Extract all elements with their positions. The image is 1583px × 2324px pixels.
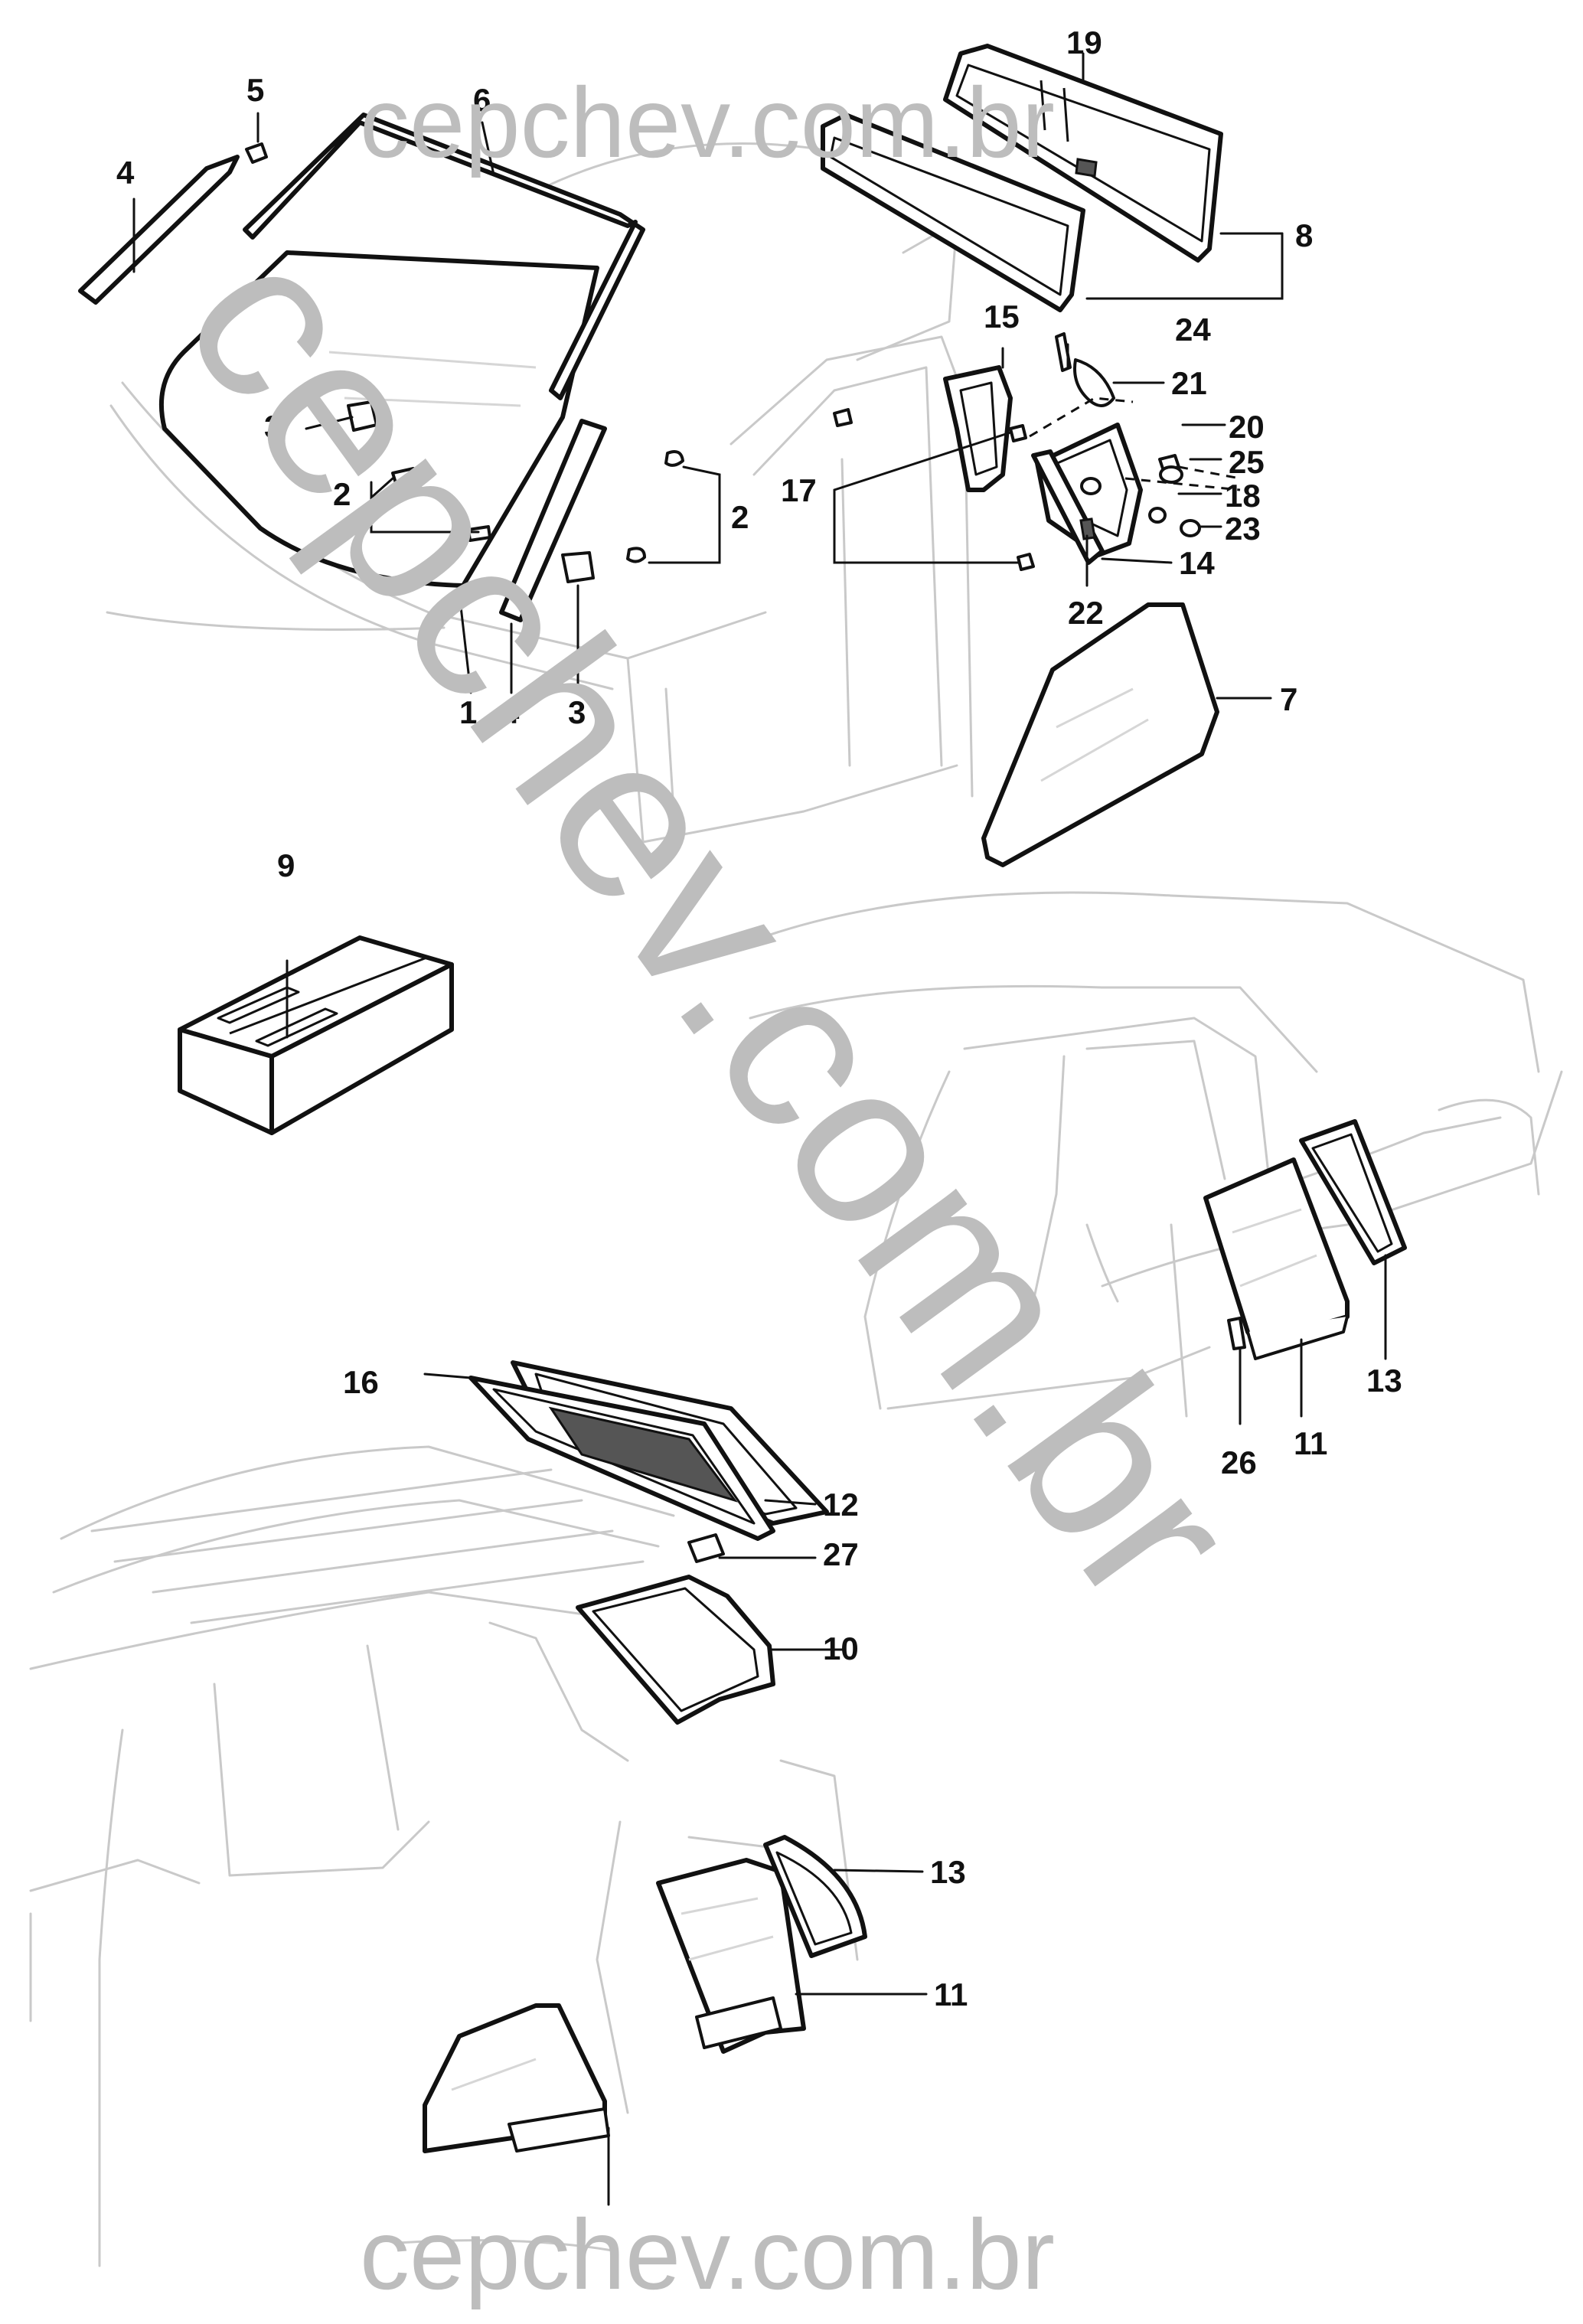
callout-2-windshield: 2 xyxy=(333,476,351,512)
suv-spacer-block xyxy=(687,1533,725,1563)
callout-20: 20 xyxy=(1229,409,1265,445)
callout-15: 15 xyxy=(984,299,1020,335)
callout-3-windshield: 3 xyxy=(264,409,282,445)
suv-vent-glass xyxy=(763,1835,867,1958)
callout-7-upper: 7 xyxy=(1280,681,1297,717)
callout-3-bracket: 3 xyxy=(568,694,586,730)
moulding-clip xyxy=(245,142,268,164)
ghost-suv-body xyxy=(29,1445,859,2267)
callout-13-double-cab: 13 xyxy=(1366,1363,1402,1399)
callout-23: 23 xyxy=(1225,511,1261,547)
rear-window-sliding xyxy=(943,44,1223,263)
suv-rear-side-frame xyxy=(468,1376,775,1541)
callout-2-body: 2 xyxy=(731,499,749,535)
callout-16: 16 xyxy=(343,1364,379,1400)
callout-11-suv: 11 xyxy=(934,1976,968,2012)
callout-13-suv: 13 xyxy=(930,1854,966,1890)
callout-22: 22 xyxy=(1068,595,1104,631)
a-pillar-moulding xyxy=(499,419,607,622)
callout-4-upper: 4 xyxy=(116,155,135,191)
windshield-spacer-blocks xyxy=(391,450,684,563)
windshield-weatherstrip xyxy=(243,113,645,400)
windshield-upper-moulding xyxy=(78,155,240,305)
windshield-support-brackets xyxy=(347,400,595,583)
vent-window-frame xyxy=(943,365,1013,492)
vent-window-seal xyxy=(1031,449,1105,565)
callout-14: 14 xyxy=(1179,545,1215,581)
callout-10: 10 xyxy=(823,1630,859,1666)
callout-25: 25 xyxy=(1229,444,1265,480)
rear-quarter-glass-double-cab xyxy=(1299,1119,1407,1265)
rear-door-glass-double-cab xyxy=(1203,1157,1350,1360)
glass-run-insert xyxy=(1227,1317,1246,1350)
windshield-glass xyxy=(158,250,599,588)
callout-21: 21 xyxy=(1171,365,1207,401)
door-glass-upper xyxy=(981,602,1219,867)
callout-17: 17 xyxy=(781,472,817,508)
callout-27: 27 xyxy=(823,1536,859,1572)
callout-5: 5 xyxy=(246,72,264,108)
glass-crate xyxy=(178,935,454,1135)
callout-6: 6 xyxy=(473,82,491,118)
callout-11-double-cab: 11 xyxy=(1294,1425,1327,1461)
watermark-top: cepchev.com.br xyxy=(360,67,1055,178)
watermark-bottom: cepchev.com.br xyxy=(360,2198,1055,2310)
callout-leaders xyxy=(132,52,1387,2206)
suv-front-door-glass xyxy=(423,2003,610,2153)
rear-window-fixed xyxy=(821,113,1085,312)
callout-9: 9 xyxy=(277,847,295,883)
callout-19: 19 xyxy=(1066,24,1102,60)
callout-8: 8 xyxy=(1295,217,1313,253)
callout-4-pillar: 4 xyxy=(501,694,520,730)
suv-quarter-glass xyxy=(576,1575,775,1725)
callout-1: 1 xyxy=(459,694,477,730)
vent-window-glass xyxy=(1035,423,1143,557)
callout-26: 26 xyxy=(1221,1444,1257,1480)
callout-12: 12 xyxy=(823,1487,859,1523)
suv-rear-door-glass xyxy=(656,1858,806,2054)
callout-18: 18 xyxy=(1225,478,1261,514)
callout-24: 24 xyxy=(1175,312,1211,348)
callout-numbers: 1 2 2 3 3 4 4 5 6 7 8 9 10 11 11 12 13 1… xyxy=(116,24,1402,2012)
